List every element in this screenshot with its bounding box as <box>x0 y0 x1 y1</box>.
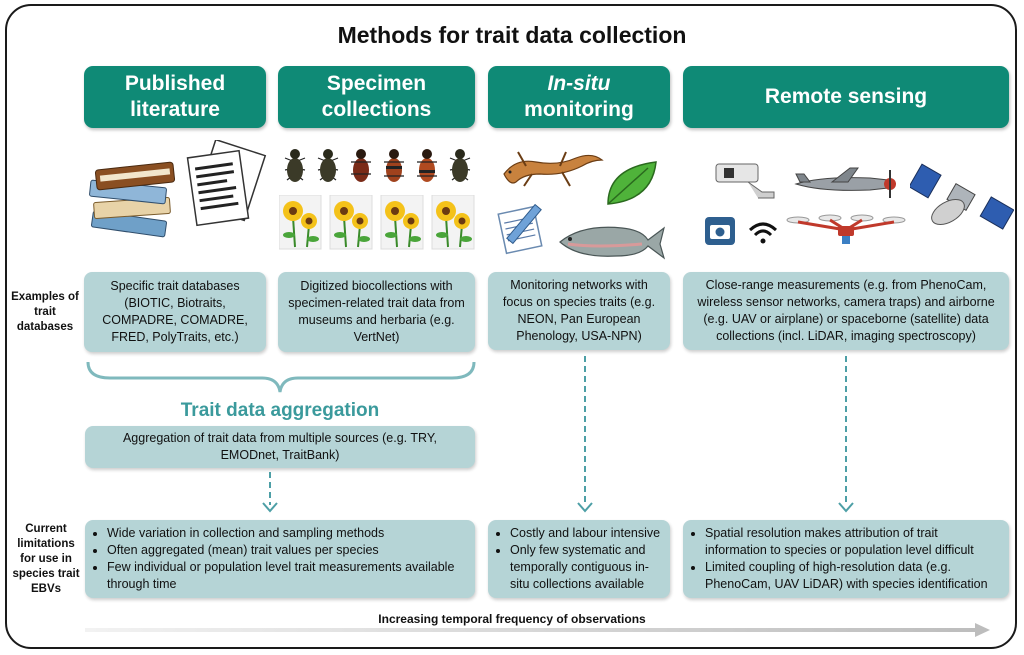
temporal-frequency-arrow-shaft <box>85 628 975 632</box>
leaf-icon <box>607 161 657 205</box>
row-label-examples: Examples of trait databases <box>11 291 79 333</box>
limitation-item: Often aggregated (mean) trait values per… <box>107 542 467 559</box>
header-specimen-line1: Specimen <box>326 71 427 95</box>
limitations-literature-box: Wide variation in collection and samplin… <box>85 520 475 598</box>
books-icon <box>89 161 176 238</box>
header-insitu-monitoring: In-situ monitoring <box>488 66 670 128</box>
lizard-icon <box>503 151 604 187</box>
examples-published-box: Specific trait databases (BIOTIC, Biotra… <box>84 272 266 352</box>
header-specimen-line2: collections <box>321 98 432 121</box>
header-published-literature: Published literature <box>84 66 266 128</box>
header-specimen-collections: Specimen collections <box>278 66 475 128</box>
limitations-remote-box: Spatial resolution makes attribution of … <box>683 520 1009 598</box>
limitation-item: Few individual or population level trait… <box>107 559 467 593</box>
limitation-item: Wide variation in collection and samplin… <box>107 525 467 542</box>
sunflower-icon <box>279 195 475 250</box>
examples-specimen-box: Digitized biocollections with specimen-r… <box>278 272 475 352</box>
arrow-aggregation-head <box>262 502 278 513</box>
header-remote-label: Remote sensing <box>764 84 928 108</box>
header-published-line2: literature <box>130 98 220 121</box>
header-insitu-line2: monitoring <box>524 98 634 121</box>
beetle-icon <box>284 148 471 183</box>
examples-insitu-box: Monitoring networks with focus on specie… <box>488 272 670 350</box>
row-label-limitations: Current limitations for use in species t… <box>12 523 80 595</box>
limitations-remote-list: Spatial resolution makes attribution of … <box>691 525 1001 593</box>
figure-title: Methods for trait data collection <box>337 22 687 48</box>
limitation-item: Limited coupling of high-resolution data… <box>705 559 1001 593</box>
wifi-icon <box>748 222 778 244</box>
arrow-remote-head <box>838 502 854 513</box>
figure-frame <box>5 4 1017 649</box>
satellite-icon <box>910 163 1014 230</box>
camera-icon <box>705 217 735 245</box>
arrow-insitu-head <box>577 502 593 513</box>
limitation-item: Spatial resolution makes attribution of … <box>705 525 1001 559</box>
limitations-insitu-list: Costly and labour intensive Only few sys… <box>496 525 662 593</box>
notepad-pencil-icon <box>497 203 543 255</box>
security-camera-icon <box>715 163 775 199</box>
drone-icon <box>786 214 906 244</box>
aggregation-box: Aggregation of trait data from multiple … <box>85 426 475 468</box>
airplane-icon <box>794 167 896 198</box>
limitation-item: Costly and labour intensive <box>510 525 662 542</box>
fish-icon <box>559 226 666 260</box>
aggregation-brace <box>86 361 476 393</box>
temporal-frequency-arrow-head <box>975 623 990 637</box>
header-insitu-italic: In-situ <box>547 71 611 95</box>
header-published-line1: Published <box>124 71 226 95</box>
header-remote-sensing: Remote sensing <box>683 66 1009 128</box>
limitations-insitu-box: Costly and labour intensive Only few sys… <box>488 520 670 598</box>
documents-icon <box>186 140 267 227</box>
temporal-frequency-label: Increasing temporal frequency of observa… <box>378 612 646 626</box>
aggregation-title: Trait data aggregation <box>180 400 380 421</box>
examples-remote-box: Close-range measurements (e.g. from Phen… <box>683 272 1009 350</box>
limitation-item: Only few systematic and temporally conti… <box>510 542 662 593</box>
limitations-literature-list: Wide variation in collection and samplin… <box>93 525 467 593</box>
